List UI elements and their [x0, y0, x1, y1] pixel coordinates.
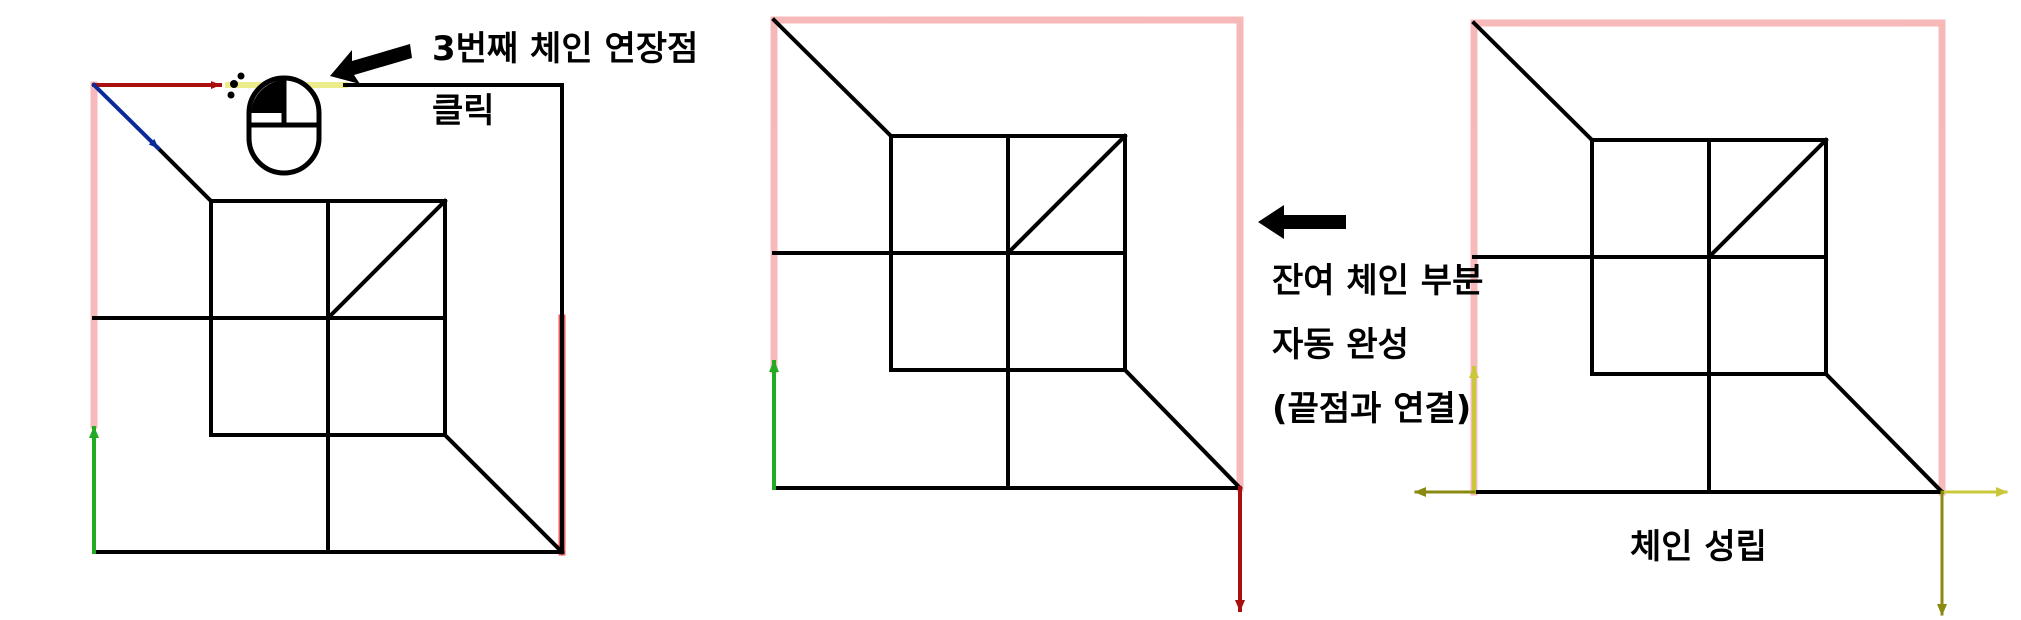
panel-1-figure [89, 81, 566, 556]
arrow-blue-diagonal [91, 82, 161, 151]
panel-2-figure [769, 16, 1245, 612]
mouse-click-icon [227, 72, 322, 176]
panel-1-label-line-2: 클릭 [432, 91, 495, 131]
panel-2-label-line-1: 잔여 체인 부분 [1272, 261, 1484, 301]
panel-3-label: 체인 성립 [1630, 527, 1767, 567]
panel-3-figure [1414, 19, 2008, 616]
panel-2-label-line-3: (끝점과 연결) [1272, 389, 1472, 429]
panel-2-label-line-2: 자동 완성 [1272, 325, 1409, 365]
pointer-arrow-icon [1258, 205, 1346, 239]
panel-1-label-line-1: 3번째 체인 연장점 [432, 29, 699, 69]
pointer-arrow-icon [330, 44, 412, 84]
